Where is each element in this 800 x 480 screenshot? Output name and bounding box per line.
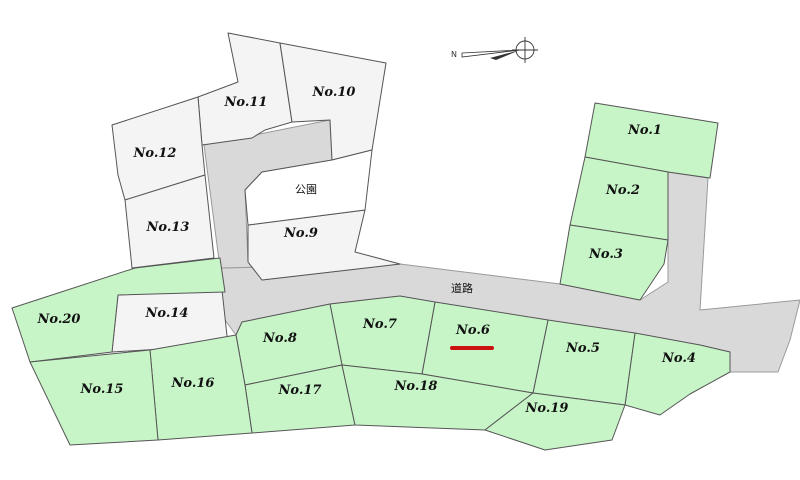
lot-label-no7: No.7 xyxy=(362,317,397,332)
lot-label-no11: No.11 xyxy=(224,95,268,110)
lot-no5[interactable] xyxy=(532,319,636,406)
lot-label-no17: No.17 xyxy=(278,383,322,398)
lot-no11[interactable] xyxy=(197,32,293,146)
lot-label-no9: No.9 xyxy=(283,226,318,241)
park xyxy=(244,149,373,226)
lot-no4[interactable] xyxy=(624,332,731,416)
lot-no1[interactable] xyxy=(584,102,719,179)
lot-label-no12: No.12 xyxy=(133,146,177,161)
north-letter: N xyxy=(451,50,457,59)
lot-label-no4: No.4 xyxy=(661,351,696,366)
lot-no13[interactable] xyxy=(124,174,215,269)
lot-label-no3: No.3 xyxy=(588,247,623,262)
lot-no15[interactable] xyxy=(29,349,159,446)
lot-label-no5: No.5 xyxy=(565,341,600,356)
lot-no19[interactable] xyxy=(484,392,626,451)
lot-label-no6: No.6 xyxy=(455,323,490,338)
lot-label-no20: No.20 xyxy=(37,312,81,327)
park-label: 公園 xyxy=(295,183,317,196)
lot-label-no16: No.16 xyxy=(171,376,215,391)
lot-label-no2: No.2 xyxy=(605,183,640,198)
lot-label-no18: No.18 xyxy=(394,379,438,394)
north-arrow-icon: N xyxy=(451,37,538,63)
lot-label-no13: No.13 xyxy=(146,220,190,235)
lot-no7[interactable] xyxy=(329,295,436,375)
lot-label-no1: No.1 xyxy=(627,123,662,138)
lot-label-no10: No.10 xyxy=(312,85,356,100)
lot-no3[interactable] xyxy=(559,224,669,301)
lot-label-no8: No.8 xyxy=(262,331,297,346)
lot-label-no19: No.19 xyxy=(525,401,569,416)
lot-label-no15: No.15 xyxy=(80,382,124,397)
lot-label-no14: No.14 xyxy=(145,306,189,321)
road-label: 道路 xyxy=(451,281,473,295)
